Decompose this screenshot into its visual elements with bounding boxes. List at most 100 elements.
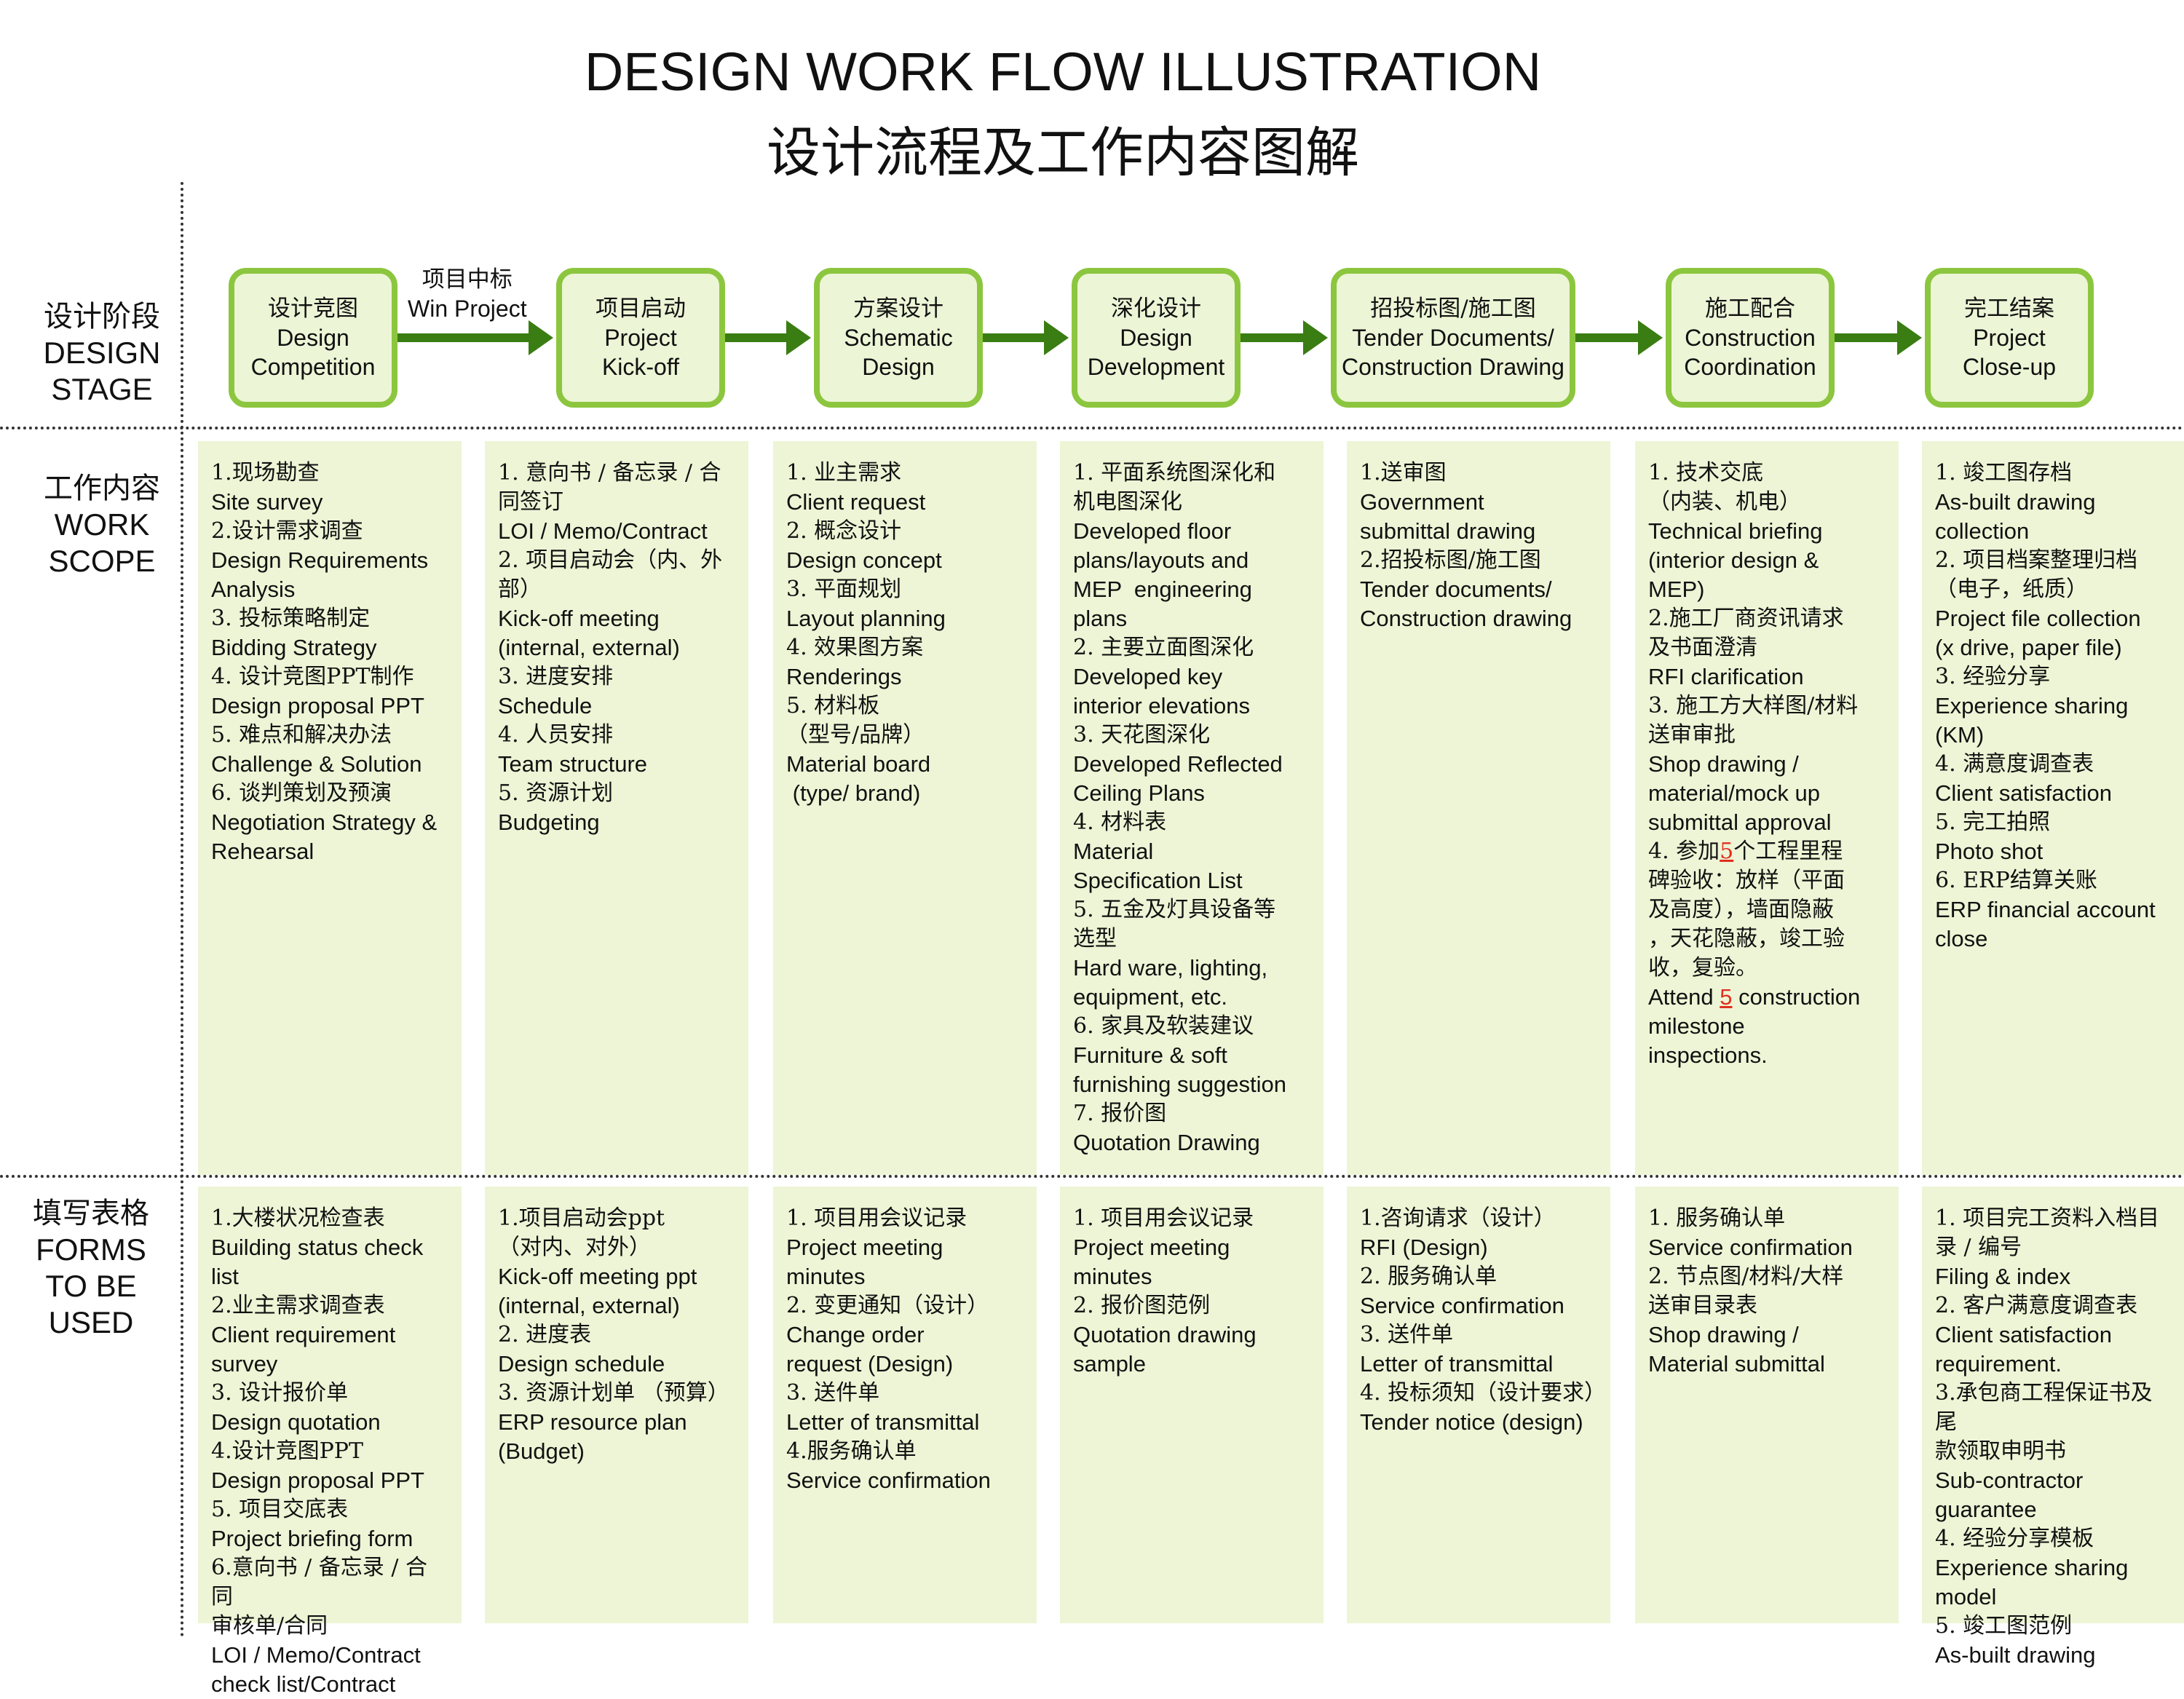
scope-column-item: 3. 平面规划 [786, 577, 902, 602]
forms-column-item: check list/Contract [211, 1671, 396, 1697]
scope-column-item: 6. 家具及软装建议 [1073, 1013, 1254, 1039]
stage-label: Design [1120, 325, 1192, 351]
scope-column-item: milestone [1648, 1013, 1745, 1039]
forms-column-item: Tender notice (design) [1360, 1409, 1583, 1435]
scope-column-item: 3. 进度安排 [498, 664, 614, 689]
scope-column-item: plans [1073, 606, 1128, 631]
forms-column-item: Change order [786, 1322, 925, 1347]
forms-column-item: requirement. [1935, 1351, 2062, 1377]
scope-column-item: 收，复验。 [1648, 955, 1757, 981]
scope-column-item: 3. 投标策略制定 [211, 606, 371, 631]
flow-arrow [1241, 320, 1328, 355]
scope-column-item: 6. ERP结算关账 [1935, 868, 2097, 893]
highlight-number: 5 [1720, 839, 1734, 864]
scope-column-item: Bidding Strategy [211, 635, 377, 660]
scope-column-item: Furniture & soft [1073, 1042, 1227, 1068]
scope-column-item: Analysis [211, 577, 296, 602]
stage-label: Kick-off [601, 354, 680, 380]
forms-column-item: 3. 送件单 [1360, 1322, 1454, 1347]
scope-column-item: Design concept [786, 547, 942, 573]
forms-column-item: 1. 服务确认单 [1648, 1205, 1786, 1231]
forms-column-item: Experience sharing [1935, 1555, 2129, 1580]
scope-column-item: Photo shot [1935, 839, 2043, 864]
scope-column-item: inspections. [1648, 1042, 1768, 1068]
scope-column-item: ERP financial account [1935, 897, 2156, 922]
forms-column-item: sample [1073, 1351, 1146, 1377]
scope-column-item: （型号/品牌） [786, 722, 925, 748]
scope-column-item: Specification List [1073, 868, 1243, 893]
scope-column-item: 2. 主要立面图深化 [1073, 635, 1254, 660]
forms-column-item: （对内、对外） [498, 1235, 651, 1260]
stage-label: Construction [1685, 325, 1816, 351]
forms-column-item: Filing & index [1935, 1264, 2071, 1289]
stage-label: Project [604, 325, 677, 351]
scope-column-item: 选型 [1073, 926, 1117, 951]
forms-column-item: 2. 客户满意度调查表 [1935, 1293, 2138, 1318]
scope-column-item: 1. 业主需求 [786, 460, 902, 486]
scope-column-item: 2. 项目档案整理归档 [1935, 547, 2138, 573]
forms-column-item: 4. 经验分享模板 [1935, 1526, 2094, 1551]
forms-column-item: 4.服务确认单 [786, 1438, 917, 1464]
scope-column-item: 2.施工厂商资讯请求 [1648, 606, 1844, 631]
scope-column-item: submittal drawing [1360, 518, 1536, 544]
stage-label: Competition [250, 354, 376, 380]
scope-column-item: Client satisfaction [1935, 780, 2112, 806]
scope-column-item: Material board [786, 751, 931, 777]
flow-arrow [1575, 320, 1663, 355]
scope-column-item: Material [1073, 839, 1154, 864]
scope-column-item: Hard ware, lighting, [1073, 955, 1268, 981]
scope-column-item: 5. 材料板 [786, 693, 880, 718]
forms-column-item: Shop drawing / [1648, 1322, 1799, 1347]
forms-column-item: 送审目录表 [1648, 1293, 1757, 1318]
win-project-en: Win Project [408, 296, 527, 322]
forms-column-item: Client requirement [211, 1322, 396, 1347]
scope-column-item: 部） [498, 577, 542, 602]
scope-column-item: Ceiling Plans [1073, 780, 1205, 806]
row-label-cn: 设计阶段 [44, 300, 160, 333]
forms-column-item: 3. 设计报价单 [211, 1380, 349, 1406]
scope-column-item: 6. 谈判策划及预演 [211, 780, 392, 806]
scope-column-item: 4. 人员安排 [498, 722, 614, 748]
scope-column-item: 1. 竣工图存档 [1935, 460, 2073, 486]
forms-column-item: RFI (Design) [1360, 1235, 1488, 1260]
forms-column-item: Kick-off meeting ppt [498, 1264, 697, 1289]
stage-label: 施工配合 [1705, 296, 1795, 322]
scope-column-item: Rehearsal [211, 839, 314, 864]
stage-label: Design [277, 325, 349, 351]
scope-column-item: equipment, etc. [1073, 984, 1227, 1010]
scope-column-item: 4. 参加5个工程里程 [1648, 839, 1843, 864]
forms-column: 1.项目启动会ppt（对内、对外）Kick-off meeting ppt(in… [485, 1187, 748, 1623]
row-label-forms: 填写表格 FORMS TO BE USED [22, 1195, 160, 1341]
row-label-en: FORMS [36, 1232, 146, 1267]
scope-column-item: 7. 报价图 [1073, 1101, 1167, 1126]
scope-column-item: 3. 施工方大样图/材料 [1648, 693, 1859, 718]
forms-column-item: Client satisfaction [1935, 1322, 2112, 1347]
scope-column-item: (type/ brand) [786, 780, 921, 806]
scope-column-item: Shop drawing / [1648, 751, 1799, 777]
win-project-label: 项目中标 Win Project [408, 265, 527, 323]
scope-column-item: collection [1935, 518, 2030, 544]
row-label-en: TO BE [45, 1269, 137, 1303]
highlight-number: 5 [1720, 984, 1733, 1010]
scope-column-item: Client request [786, 489, 926, 515]
scope-column-item: 2.招投标图/施工图 [1360, 547, 1541, 573]
scope-column-item: LOI / Memo/Contract [498, 518, 708, 544]
forms-column-item: ERP resource plan [498, 1409, 687, 1435]
divider-scope-forms [0, 1175, 2184, 1178]
scope-column-item: Experience sharing [1935, 693, 2129, 718]
forms-column-item: Project meeting [786, 1235, 943, 1260]
forms-column-item: 6.意向书 / 备忘录 / 合同 [211, 1555, 427, 1609]
forms-column-item: 款领取申明书 [1935, 1438, 2066, 1464]
scope-column-item: 1.送审图 [1360, 460, 1447, 486]
stage-label: Design [862, 354, 935, 380]
title-chinese: 设计流程及工作内容图解 [767, 122, 1359, 184]
vertical-divider [181, 182, 183, 1638]
row-label-design-stage: 设计阶段 DESIGN STAGE [29, 298, 175, 408]
forms-column-item: (internal, external) [498, 1293, 680, 1318]
